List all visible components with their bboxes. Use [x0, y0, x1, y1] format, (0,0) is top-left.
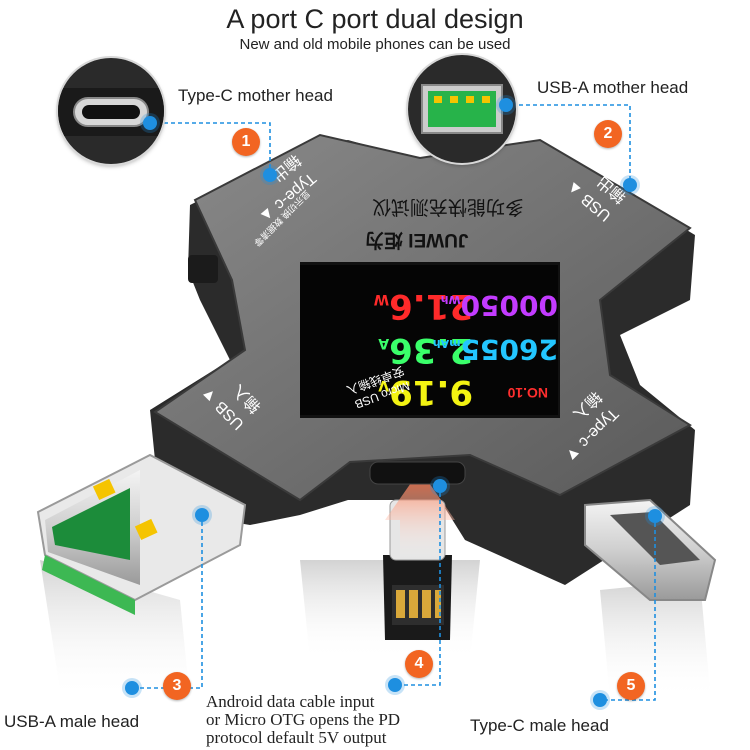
- capacity-unit: mAh: [432, 337, 461, 350]
- product-name: 多功能快充测试仪: [372, 196, 525, 217]
- callout-3-target-dot: [195, 508, 209, 522]
- callout-2-dot: [499, 98, 513, 112]
- power-unit: W: [373, 291, 390, 307]
- callout-1-label: Type-C mother head: [178, 86, 333, 105]
- callout-4-line-1: Android data cable input: [206, 692, 375, 711]
- energy-unit: Wh: [440, 293, 461, 306]
- callout-2-label: USB-A mother head: [537, 78, 689, 97]
- callout-5-badge: 5: [617, 672, 645, 700]
- callout-3-label: USB-A male head: [4, 712, 140, 731]
- callout-4-end-dot: [388, 678, 402, 692]
- micro-usb-socket: [369, 461, 466, 485]
- micro-otg-adapter: [383, 470, 455, 640]
- callout-1-dot: [143, 116, 157, 130]
- callout-2-target-dot: [623, 178, 637, 192]
- callout-5-label: Type-C male head: [470, 716, 609, 735]
- callout-1-badge: 1: [232, 128, 260, 156]
- capacity-reading: 26055mAh: [432, 333, 558, 366]
- usba-mother-zoom: [408, 55, 516, 163]
- callout-3-badge: 3: [163, 672, 191, 700]
- callout-4-target-dot: [433, 479, 447, 493]
- energy-reading: 00050Wh: [440, 289, 558, 322]
- callout-4-line-3: protocol default 5V output: [206, 728, 387, 747]
- callout-4-line-2: or Micro OTG opens the PD: [206, 710, 401, 729]
- current-unit: A: [378, 335, 390, 351]
- page-subtitle: New and old mobile phones can be used: [239, 36, 511, 53]
- callout-2-badge: 2: [594, 120, 622, 148]
- callout-5-end-dot: [593, 693, 607, 707]
- callout-3-end-dot: [125, 681, 139, 695]
- group-number: NO.10: [507, 385, 548, 401]
- brand-logo: JUWEI 炬为: [365, 229, 469, 250]
- callout-4-badge: 4: [405, 650, 433, 678]
- callout-4-description: Android data cable input or Micro OTG op…: [206, 693, 400, 747]
- tester-screen: 9.19V NO.10 2.36A 26055mAh 21.6W 00050Wh: [300, 265, 558, 415]
- page-title: A port C port dual design: [226, 4, 524, 34]
- usb-a-male-plug: [36, 453, 247, 615]
- side-button: [188, 255, 218, 283]
- typec-port-image: [58, 58, 164, 164]
- usba-port-image: [408, 55, 516, 163]
- capacity-value: 26055: [460, 333, 558, 366]
- callout-5-target-dot: [648, 509, 662, 523]
- energy-value: 00050: [460, 289, 558, 322]
- callout-1-target-dot: [263, 168, 277, 182]
- callout-leader-lines: [132, 104, 656, 701]
- typec-mother-zoom: [58, 58, 164, 164]
